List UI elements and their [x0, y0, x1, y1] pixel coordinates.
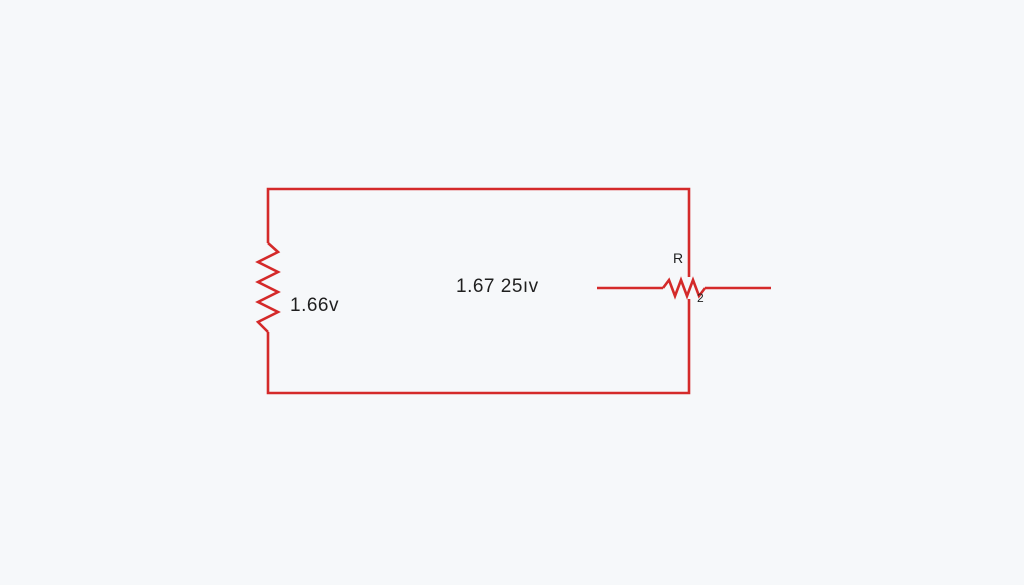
- center-voltage-label: 1.67 25ıv: [456, 276, 539, 297]
- right-resistor-icon: [661, 276, 707, 300]
- right-resistor-subscript: 2: [697, 291, 704, 305]
- right-resistor-label: R: [673, 250, 683, 266]
- left-resistor-label: 1.66v: [290, 295, 339, 316]
- left-resistor-icon: [255, 242, 281, 333]
- circuit-wire-loop: [266, 187, 691, 395]
